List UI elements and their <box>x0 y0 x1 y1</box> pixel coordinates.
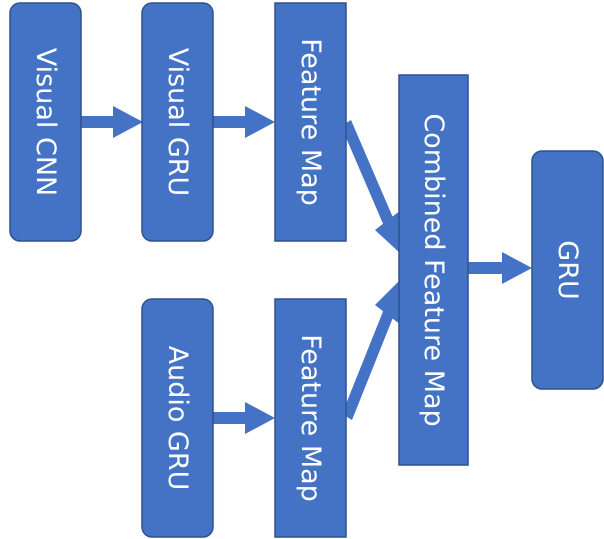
node-feature-map-visual-label: Feature Map <box>295 38 326 206</box>
arrow-visual-gru-to-feature-map <box>213 106 275 138</box>
arrow-audio-gru-to-feature-map <box>213 402 275 434</box>
node-audio-gru: Audio GRU <box>141 298 214 538</box>
node-visual-gru: Visual GRU <box>141 2 214 242</box>
node-feature-map-audio: Feature Map <box>274 298 347 538</box>
node-gru-label: GRU <box>552 240 583 299</box>
arrow-feature-map-audio-to-combined <box>342 278 402 420</box>
node-visual-cnn: Visual CNN <box>9 2 82 242</box>
node-gru: GRU <box>531 150 604 390</box>
node-feature-map-visual: Feature Map <box>274 2 347 242</box>
arrow-feature-map-visual-to-combined <box>341 120 402 255</box>
node-feature-map-audio-label: Feature Map <box>295 334 326 502</box>
node-audio-gru-label: Audio GRU <box>162 346 193 491</box>
node-combined-feature-map-label: Combined Feature Map <box>418 113 449 426</box>
node-visual-gru-label: Visual GRU <box>162 48 193 197</box>
arrows <box>81 106 532 434</box>
node-combined-feature-map: Combined Feature Map <box>398 74 469 466</box>
node-visual-cnn-label: Visual CNN <box>30 48 61 196</box>
arrow-combined-to-gru <box>468 252 532 284</box>
arrow-visual-cnn-to-visual-gru <box>81 106 143 138</box>
